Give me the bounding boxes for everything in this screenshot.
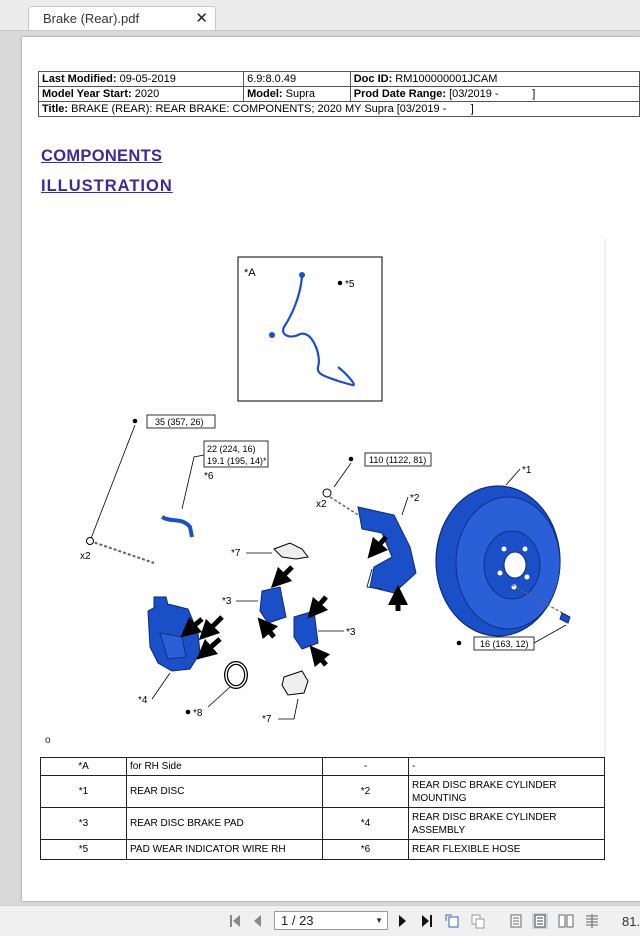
legend-cell-v2: REAR DISC BRAKE CYLINDER MOUNTING [408, 775, 605, 808]
torque-value-2b: 19.1 (195, 14)* [207, 456, 267, 466]
zoom-level[interactable]: 81. [622, 914, 640, 929]
legend-cell-k2: - [322, 757, 409, 776]
legend-cell-v1: REAR DISC [126, 775, 323, 808]
callout-6: *6 [204, 471, 214, 482]
callout-2: *2 [410, 493, 420, 504]
callout-5: *5 [345, 279, 355, 290]
figure-id: o [45, 735, 51, 746]
legend-cell-v1: PAD WEAR INDICATOR WIRE RH [126, 839, 323, 860]
flexible-hose [160, 515, 194, 538]
prod-date-cell: Prod Date Range: [03/2019 - ] [349, 86, 640, 102]
brake-components-illustration: *A *5 35 (357, 26) x2 22 (224, 16) 19.1 … [80, 239, 606, 755]
first-page-icon[interactable] [228, 913, 244, 929]
legend-cell-k1: *5 [40, 839, 127, 860]
last-page-icon[interactable] [418, 913, 434, 929]
callout-4: *4 [138, 695, 148, 706]
legend-cell-k2: *4 [322, 807, 409, 840]
legend-cell-k2: *6 [322, 839, 409, 860]
model-year-cell: Model Year Start: 2020 [37, 86, 245, 102]
callout-3b: *3 [346, 627, 356, 638]
caliper-assembly [147, 596, 201, 672]
anti-rattle-clip-upper [273, 542, 309, 560]
qty-label-2: x2 [316, 499, 327, 510]
two-page-view-icon[interactable] [558, 913, 574, 929]
torque-value-4: 16 (163, 12) [480, 639, 529, 649]
inset-label: *A [244, 267, 256, 279]
callout-1: *1 [522, 465, 532, 476]
disc-screw [559, 612, 571, 624]
brake-pad-2 [293, 610, 319, 650]
legend-cell-v1: REAR DISC BRAKE PAD [126, 807, 323, 840]
document-viewer[interactable]: Last Modified: 09-05-2019 6.9:8.0.49 Doc… [0, 31, 640, 905]
pdf-page: Last Modified: 09-05-2019 6.9:8.0.49 Doc… [22, 37, 640, 901]
previous-page-icon[interactable] [250, 913, 266, 929]
legend-cell-k2: *2 [322, 775, 409, 808]
title-cell: Title: BRAKE (REAR): REAR BRAKE: COMPONE… [38, 101, 640, 117]
legend-cell-k1: *1 [40, 775, 127, 808]
torque-value-2a: 22 (224, 16) [207, 444, 256, 454]
two-page-continuous-icon[interactable] [584, 913, 600, 929]
callout-8: *8 [193, 708, 203, 719]
inset-rh-side: *A *5 [237, 256, 383, 402]
legend-cell-v1: for RH Side [126, 757, 323, 776]
legend-cell-v2: - [408, 757, 605, 776]
torque-value-1: 35 (357, 26) [155, 417, 204, 427]
callout-3a: *3 [222, 596, 232, 607]
qty-label-1: x2 [80, 551, 91, 562]
last-modified-cell: Last Modified: 09-05-2019 [37, 71, 245, 87]
compare-pages-icon[interactable] [470, 913, 486, 929]
brake-pad-1 [259, 586, 287, 624]
bolt-caliper [89, 540, 155, 564]
rear-disc [435, 485, 561, 637]
caliper-mounting-part [357, 506, 417, 594]
continuous-view-icon[interactable] [532, 913, 548, 929]
components-heading[interactable]: COMPONENTS [41, 147, 163, 165]
illustration-heading[interactable]: ILLUSTRATION [41, 177, 173, 195]
tab-title: Brake (Rear).pdf [43, 11, 140, 26]
rotate-page-icon[interactable] [444, 913, 460, 929]
document-tab[interactable]: Brake (Rear).pdf ✕ [28, 6, 216, 30]
doc-id-cell: Doc ID: RM100000001JCAM [349, 71, 640, 87]
anti-rattle-clip-lower [281, 670, 309, 696]
page-indicator: 1 / 23 [281, 913, 314, 928]
legend-cell-v2: REAR DISC BRAKE CYLINDER ASSEMBLY [408, 807, 605, 840]
legend-cell-v2: REAR FLEXIBLE HOSE [408, 839, 605, 860]
legend-cell-k1: *3 [40, 807, 127, 840]
model-cell: Model: Supra [243, 86, 351, 102]
close-icon[interactable]: ✕ [195, 10, 208, 27]
callout-7b: *7 [262, 714, 272, 725]
document-header-table: Last Modified: 09-05-2019 6.9:8.0.49 Doc… [37, 71, 640, 117]
legend-cell-k1: *A [40, 757, 127, 776]
torque-value-3: 110 (1122, 81) [369, 455, 426, 465]
callout-7a: *7 [231, 548, 241, 559]
tab-bar: Brake (Rear).pdf ✕ [0, 0, 640, 31]
page-number-selector[interactable]: 1 / 23 ▼ [274, 911, 388, 930]
chevron-down-icon: ▼ [375, 916, 383, 925]
pdf-toolbar: 1 / 23 ▼ 81. [0, 905, 640, 936]
pad-wear-wire-inset [282, 276, 355, 387]
next-page-icon[interactable] [394, 913, 410, 929]
version-cell: 6.9:8.0.49 [243, 71, 351, 87]
single-page-view-icon[interactable] [508, 913, 524, 929]
